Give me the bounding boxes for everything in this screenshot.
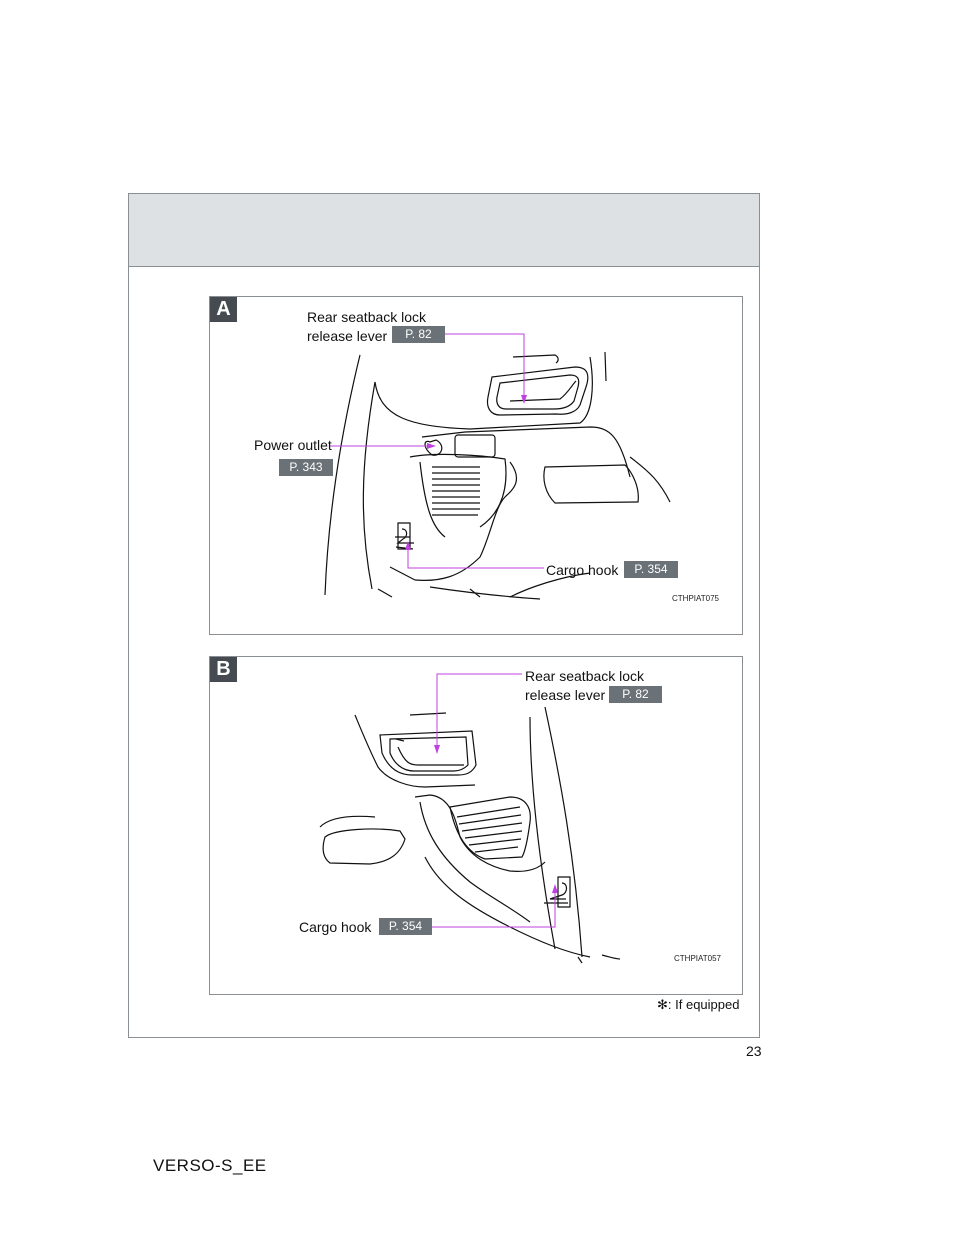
model-code: VERSO-S_EE (153, 1156, 267, 1175)
cargo-hook-page-ref[interactable]: P. 354 (624, 561, 678, 578)
content-frame: A Rear seatback lock release lever P. 82… (128, 193, 760, 1038)
panel-b-tag: B (210, 657, 237, 682)
seatback-lever-label-line1: Rear seatback lock (307, 309, 427, 325)
seatback-lever-page-ref[interactable]: P. 82 (609, 686, 662, 703)
section-header-band (129, 194, 759, 267)
illustration-code: CTHPIAT057 (674, 954, 721, 963)
seatback-lever-label-line2: release lever (307, 328, 388, 344)
power-outlet-page-ref[interactable]: P. 343 (279, 459, 333, 476)
cargo-hook-label: Cargo hook (299, 919, 372, 935)
footnote: ✻: If equipped (657, 997, 739, 1013)
cargo-hook-page-ref[interactable]: P. 354 (379, 918, 432, 935)
panel-a-tag: A (210, 297, 237, 322)
seatback-lever-label-line1: Rear seatback lock (525, 668, 645, 684)
equipped-asterisk-icon: ✻ (657, 997, 668, 1012)
footnote-text: : If equipped (667, 997, 740, 1012)
luggage-area-illustration-b (319, 673, 621, 964)
cargo-hook-label: Cargo hook (546, 562, 619, 578)
seatback-lever-label-line2: release lever (525, 687, 606, 703)
luggage-area-illustration-a (324, 333, 671, 600)
illustration-panel-b: B Rear seatback lock release lever P. 82… (209, 656, 743, 995)
illustration-panel-a: A Rear seatback lock release lever P. 82… (209, 296, 743, 635)
illustration-code: CTHPIAT075 (672, 594, 719, 603)
seatback-lever-page-ref[interactable]: P. 82 (392, 326, 445, 343)
page-number: 23 (746, 1043, 762, 1059)
power-outlet-label: Power outlet (254, 437, 332, 453)
